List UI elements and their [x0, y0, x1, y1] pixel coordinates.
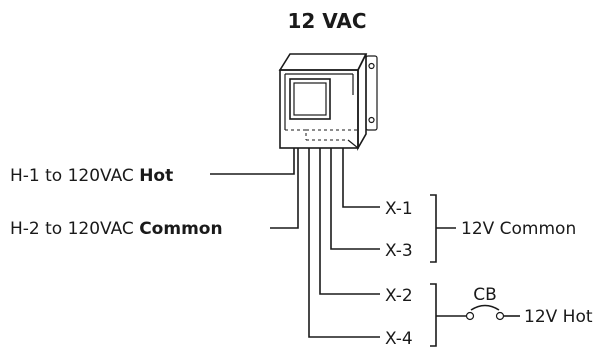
secondary-wires [308, 148, 380, 338]
common-bracket [430, 194, 456, 263]
primary-wires [210, 148, 299, 229]
breaker-label: CB [473, 285, 497, 305]
h1-label: H-1 to 120VAC Hot [10, 166, 173, 186]
diagram-title: 12 VAC [287, 9, 366, 33]
common-output-label: 12V Common [461, 219, 576, 239]
hot-bracket [430, 283, 466, 347]
x3-label: X-3 [385, 241, 413, 261]
transformer-icon [278, 53, 378, 152]
h2-label: H-2 to 120VAC Common [10, 219, 223, 239]
hot-output-label: 12V Hot [524, 307, 593, 327]
circuit-breaker-icon [465, 304, 520, 321]
x1-label: X-1 [385, 199, 413, 219]
x2-label: X-2 [385, 286, 413, 306]
x4-label: X-4 [385, 329, 413, 349]
